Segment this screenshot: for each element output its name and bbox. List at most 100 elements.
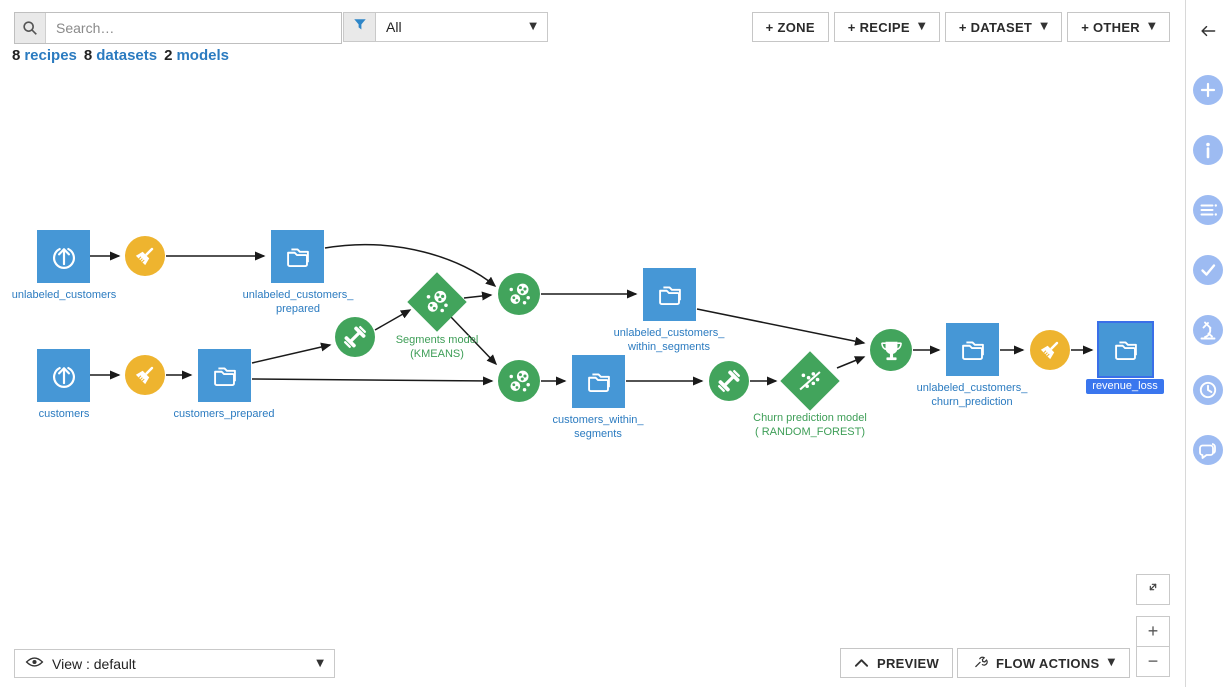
recipes-link[interactable]: recipes bbox=[24, 47, 77, 64]
node-label[interactable]: Segments model (KMEANS) bbox=[395, 334, 479, 361]
right-panel bbox=[1185, 0, 1228, 687]
cluster-apply-recipe-node[interactable] bbox=[498, 273, 540, 315]
preview-button[interactable]: PREVIEW bbox=[840, 648, 954, 678]
timeline-icon[interactable] bbox=[1193, 375, 1223, 405]
filter-select[interactable]: All ▼ bbox=[375, 12, 548, 42]
dataset-node-customers-prepared[interactable] bbox=[198, 349, 251, 402]
top-action-buttons: + ZONE + RECIPE ▼ + DATASET ▼ + OTHER ▼ bbox=[751, 12, 1170, 42]
zoom-in-button[interactable]: + bbox=[1136, 616, 1170, 647]
node-label[interactable]: customers_within_ segments bbox=[552, 414, 644, 441]
cluster-icon bbox=[509, 283, 530, 304]
lab-icon[interactable] bbox=[1193, 315, 1223, 345]
dataset-node-unlabeled-customers-within-segments[interactable] bbox=[643, 268, 696, 321]
view-selector[interactable]: View : default ▼ bbox=[14, 649, 335, 678]
dataset-node-customers[interactable] bbox=[37, 349, 90, 402]
filter-selected-value: All bbox=[386, 19, 402, 35]
upload-dataset-icon bbox=[52, 366, 75, 388]
prediction-scatter-icon bbox=[799, 371, 821, 391]
folder-dataset-icon bbox=[286, 248, 309, 267]
broom-icon bbox=[1040, 341, 1059, 360]
dumbbell-icon bbox=[343, 325, 367, 349]
dataset-node-customers-within-segments[interactable] bbox=[572, 355, 625, 408]
models-count: 2 bbox=[164, 47, 173, 64]
trophy-icon bbox=[880, 341, 902, 360]
eye-icon bbox=[25, 655, 44, 672]
score-recipe-node[interactable] bbox=[870, 329, 912, 371]
add-dataset-button[interactable]: + DATASET ▼ bbox=[944, 12, 1063, 42]
prediction-model-node[interactable] bbox=[780, 351, 840, 411]
schema-icon[interactable] bbox=[1193, 195, 1223, 225]
details-info-icon[interactable] bbox=[1193, 135, 1223, 165]
add-icon[interactable] bbox=[1193, 75, 1223, 105]
caret-down-icon: ▼ bbox=[1107, 657, 1116, 668]
chevron-up-icon bbox=[854, 656, 869, 671]
selected-node-label-chip[interactable]: revenue_loss bbox=[1055, 379, 1195, 394]
caret-down-icon: ▼ bbox=[529, 21, 537, 32]
add-recipe-button[interactable]: + RECIPE ▼ bbox=[833, 12, 940, 42]
node-label[interactable]: unlabeled_customers_ within_segments bbox=[613, 327, 725, 354]
node-label[interactable]: Churn prediction model ( RANDOM_FOREST) bbox=[753, 412, 867, 439]
folder-dataset-icon bbox=[213, 367, 236, 386]
node-label: revenue_loss bbox=[1086, 379, 1164, 394]
cluster-apply-recipe-node[interactable] bbox=[498, 360, 540, 402]
flow-search[interactable] bbox=[14, 12, 342, 44]
cluster-icon bbox=[426, 290, 448, 313]
add-other-label: + OTHER bbox=[1081, 19, 1140, 35]
minus-icon: − bbox=[1147, 651, 1159, 671]
plus-icon: + bbox=[1147, 621, 1159, 641]
prepare-recipe-node[interactable] bbox=[1030, 330, 1070, 370]
node-label[interactable]: unlabeled_customers_ prepared bbox=[242, 289, 354, 316]
discussions-icon[interactable] bbox=[1193, 435, 1223, 465]
broom-icon bbox=[135, 247, 154, 266]
folder-dataset-icon bbox=[1114, 341, 1137, 360]
recipes-count: 8 bbox=[12, 47, 21, 64]
clustering-model-node[interactable] bbox=[407, 272, 467, 332]
datasets-link[interactable]: datasets bbox=[96, 47, 158, 64]
filter-button[interactable] bbox=[343, 12, 376, 42]
fullscreen-button[interactable] bbox=[1136, 574, 1170, 605]
search-icon bbox=[15, 13, 46, 43]
folder-dataset-icon bbox=[587, 373, 610, 392]
status-checks-icon[interactable] bbox=[1193, 255, 1223, 285]
add-recipe-label: + RECIPE bbox=[847, 19, 910, 35]
dataset-node-unlabeled-customers[interactable] bbox=[37, 230, 90, 283]
caret-down-icon: ▼ bbox=[917, 21, 926, 32]
node-label[interactable]: unlabeled_customers_ churn_prediction bbox=[916, 382, 1028, 409]
broom-icon bbox=[135, 366, 154, 385]
caret-down-icon: ▼ bbox=[316, 657, 324, 669]
add-other-button[interactable]: + OTHER ▼ bbox=[1067, 12, 1170, 42]
preview-label: PREVIEW bbox=[877, 655, 940, 671]
add-zone-button[interactable]: + ZONE bbox=[751, 12, 829, 42]
flow-edges bbox=[90, 243, 1094, 386]
funnel-icon bbox=[351, 16, 369, 39]
node-label[interactable]: customers bbox=[38, 408, 90, 420]
cluster-icon bbox=[509, 370, 530, 391]
add-dataset-label: + DATASET bbox=[958, 19, 1033, 35]
dataset-node-revenue-loss[interactable] bbox=[1099, 323, 1152, 376]
dataset-node-unlabeled-customers-prepared[interactable] bbox=[271, 230, 324, 283]
dataset-node-unlabeled-customers-churn-prediction[interactable] bbox=[946, 323, 999, 376]
flow-actions-label: FLOW ACTIONS bbox=[996, 655, 1100, 671]
caret-down-icon: ▼ bbox=[1148, 21, 1156, 32]
prepare-recipe-node[interactable] bbox=[125, 236, 165, 276]
train-recipe-node[interactable] bbox=[335, 317, 375, 357]
zoom-out-button[interactable]: − bbox=[1136, 646, 1170, 677]
folder-dataset-icon bbox=[961, 341, 984, 360]
wrench-icon bbox=[971, 653, 988, 673]
prepare-recipe-node[interactable] bbox=[125, 355, 165, 395]
node-label[interactable]: unlabeled_customers bbox=[11, 289, 117, 301]
train-recipe-node[interactable] bbox=[709, 361, 749, 401]
flow-actions-button[interactable]: FLOW ACTIONS ▼ bbox=[957, 648, 1130, 678]
datasets-count: 8 bbox=[83, 47, 93, 64]
upload-dataset-icon bbox=[52, 247, 75, 269]
models-link[interactable]: models bbox=[176, 47, 229, 64]
view-selector-label: View : default bbox=[52, 655, 136, 672]
add-zone-label: + ZONE bbox=[765, 19, 815, 35]
node-label[interactable]: customers_prepared bbox=[173, 408, 275, 420]
expand-icon bbox=[1145, 579, 1161, 600]
collapse-panel-arrow-icon[interactable] bbox=[1195, 18, 1221, 44]
search-input[interactable] bbox=[46, 13, 341, 43]
caret-down-icon: ▼ bbox=[1040, 21, 1049, 32]
